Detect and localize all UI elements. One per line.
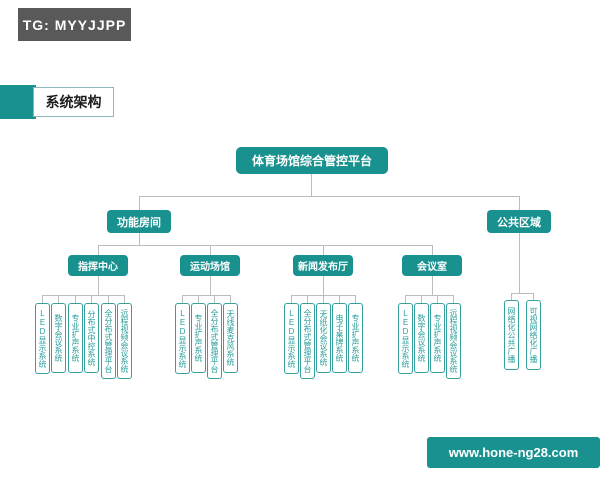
branch-node-public-area: 公共区域	[487, 210, 551, 233]
leaf-node: LED显示系统	[35, 303, 50, 374]
connector-line	[323, 295, 324, 303]
connector-line	[511, 293, 534, 294]
connector-line	[42, 295, 43, 303]
connector-line	[453, 295, 454, 303]
leaf-node: 专业扩声系统	[191, 303, 206, 373]
connector-line	[108, 295, 109, 303]
root-node: 体育场馆综合管控平台	[236, 147, 388, 174]
connector-line	[139, 196, 140, 210]
connector-line	[230, 295, 231, 303]
connector-line	[339, 295, 340, 303]
leaf-node: 全分布式管理平台	[101, 303, 116, 379]
connector-line	[405, 295, 406, 303]
leaf-node: 网络化公共广播	[504, 300, 519, 370]
leaf-node: LED显示系统	[284, 303, 299, 374]
connector-line	[139, 233, 140, 245]
leaf-node: 电子桌牌系统	[332, 303, 347, 373]
connector-line	[432, 245, 433, 255]
group-node-press-hall: 新闻发布厅	[293, 255, 353, 276]
group-node-command-center: 指挥中心	[68, 255, 128, 276]
connector-line	[519, 196, 520, 210]
leaf-node: 分布式中控系统	[84, 303, 99, 373]
leaf-node: 远程视频会议系统	[446, 303, 461, 379]
connector-line	[98, 276, 99, 295]
connector-line	[182, 295, 183, 303]
connector-line	[98, 245, 99, 255]
leaf-node: 数字会议系统	[414, 303, 429, 373]
connector-line	[421, 295, 422, 303]
connector-line	[511, 293, 512, 300]
leaf-node: 专业扩声系统	[68, 303, 83, 373]
tg-badge: TG: MYYJJPP	[18, 8, 131, 41]
connector-line	[323, 245, 324, 255]
connector-line	[124, 295, 125, 303]
leaf-node: 可视网络化广播	[526, 300, 541, 370]
connector-line	[519, 233, 520, 293]
connector-line	[533, 293, 534, 300]
group-node-sports-venue: 运动场馆	[180, 255, 240, 276]
leaf-node: 无线麦克风系统	[223, 303, 238, 373]
watermark-url: www.hone-ng28.com	[427, 437, 600, 468]
connector-line	[91, 295, 92, 303]
connector-line	[210, 245, 211, 255]
connector-line	[214, 295, 215, 303]
leaf-node: 数字会议系统	[51, 303, 66, 373]
connector-line	[311, 174, 312, 196]
leaf-node: LED显示系统	[175, 303, 190, 374]
leaf-node: 专业扩声系统	[348, 303, 363, 373]
connector-line	[291, 295, 292, 303]
connector-line	[182, 295, 231, 296]
connector-line	[307, 295, 308, 303]
leaf-node: 专业扩声系统	[430, 303, 445, 373]
group-node-meeting-room: 会议室	[402, 255, 462, 276]
leaf-node: 无纸化会议系统	[316, 303, 331, 373]
connector-line	[355, 295, 356, 303]
leaf-node: 全分布式管理平台	[300, 303, 315, 379]
connector-line	[42, 295, 125, 296]
leaf-node: 全分布式管理平台	[207, 303, 222, 379]
connector-line	[75, 295, 76, 303]
slide-title: 系统架构	[33, 87, 114, 117]
leaf-node: LED显示系统	[398, 303, 413, 374]
title-accent-square	[0, 85, 36, 119]
connector-line	[210, 276, 211, 295]
connector-line	[432, 276, 433, 295]
connector-line	[58, 295, 59, 303]
leaf-node: 远程视频会议系统	[117, 303, 132, 379]
connector-line	[139, 196, 520, 197]
connector-line	[323, 276, 324, 295]
connector-line	[405, 295, 454, 296]
connector-line	[98, 245, 433, 246]
branch-node-function-rooms: 功能房间	[107, 210, 171, 233]
connector-line	[437, 295, 438, 303]
connector-line	[198, 295, 199, 303]
